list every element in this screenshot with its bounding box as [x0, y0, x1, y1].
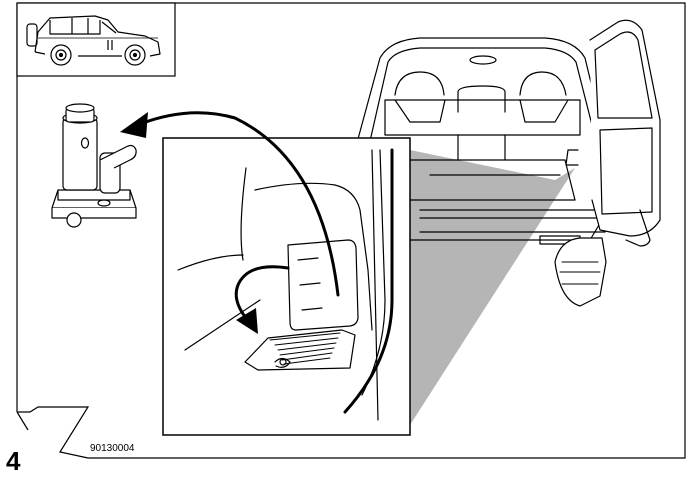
step-number: 4: [6, 446, 20, 476]
figure-code: 90130004: [90, 443, 135, 455]
highlight-beam: [410, 150, 575, 425]
detail-inset: [163, 138, 410, 435]
bottle-jack-icon: [52, 104, 136, 227]
vehicle-thumbnail: [17, 3, 175, 76]
arrow-head-to-jack: [120, 112, 148, 138]
